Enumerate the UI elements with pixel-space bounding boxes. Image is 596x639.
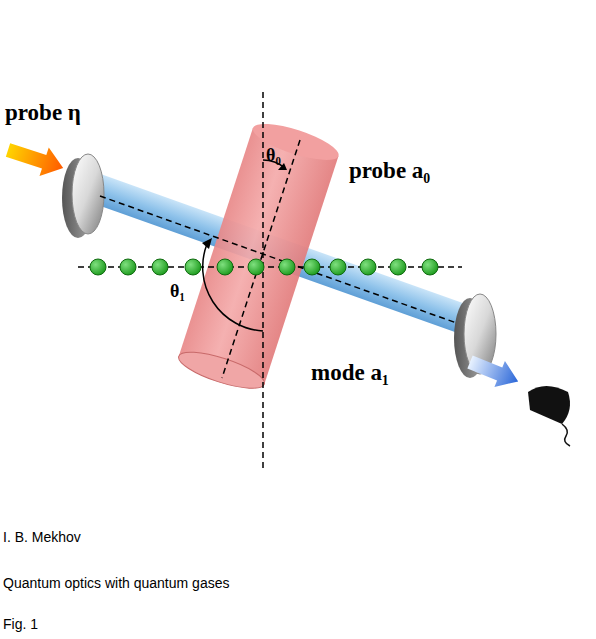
atom (390, 259, 406, 275)
title-text: Quantum optics with quantum gases (3, 576, 229, 591)
dashed-axes (78, 92, 465, 470)
left-mirror (62, 154, 104, 238)
probe-label: probe a₀ (349, 158, 430, 183)
probe-arrow (3, 136, 67, 182)
atom (360, 259, 376, 275)
atom (330, 259, 346, 275)
author-text: I. B. Mekhov (3, 530, 81, 545)
atom (217, 259, 233, 275)
output-arrow (465, 349, 524, 394)
atom (120, 259, 136, 275)
angle-label: θ₀ (266, 146, 281, 166)
atom (279, 259, 295, 275)
probe-label: probe η (5, 100, 81, 125)
atom (248, 259, 264, 275)
figure-number: Fig. 1 (3, 617, 38, 632)
atom (304, 259, 320, 275)
detector (528, 386, 570, 446)
theta1-arc (203, 244, 263, 331)
atom-chain (90, 259, 438, 275)
theta1-arrowhead (202, 238, 212, 249)
atom (90, 259, 106, 275)
atom (152, 259, 168, 275)
atom (422, 259, 438, 275)
atom (185, 259, 201, 275)
mode-label: mode a₁ (311, 360, 389, 385)
probe-cylinder (175, 117, 342, 396)
angle-label: θ₁ (170, 282, 185, 302)
